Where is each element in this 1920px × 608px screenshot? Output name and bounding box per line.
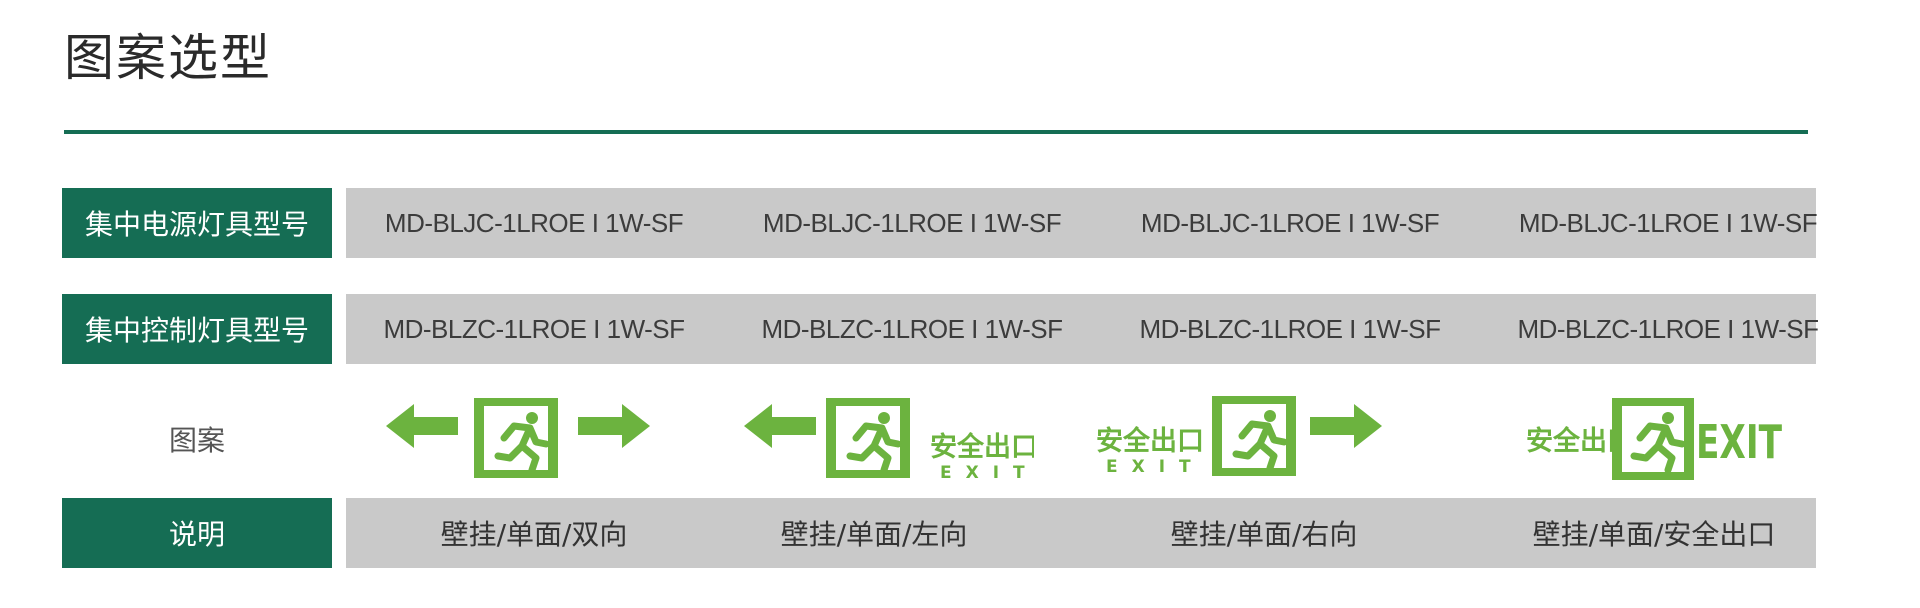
model-cell: MD-BLJC-1LROE I 1W-SF	[762, 207, 1062, 238]
running-man-exit-icon	[1612, 398, 1694, 480]
title-divider	[64, 130, 1808, 134]
running-man-exit-icon	[1212, 396, 1296, 476]
sign-right: 安全出口 EXIT	[1096, 396, 1382, 477]
arrow-left-icon	[386, 404, 458, 448]
row-control-model: MD-BLZC-1LROE I 1W-SF MD-BLZC-1LROE I 1W…	[346, 294, 1819, 364]
row-label-description: 说明	[62, 498, 332, 568]
sign-text-en: EXIT	[1696, 415, 1782, 469]
row-label-power-model: 集中电源灯具型号	[62, 188, 332, 258]
description-cell: 壁挂/单面/左向	[780, 518, 968, 551]
model-cell: MD-BLJC-1LROE I 1W-SF	[1140, 207, 1440, 238]
sign-text-cn: 安全出口	[930, 431, 1034, 463]
model-cell: MD-BLZC-1LROE I 1W-SF	[1139, 313, 1441, 344]
sign-exit: 安全出口 EXIT	[1526, 398, 1782, 480]
sign-text-en: EXIT	[1106, 457, 1205, 477]
arrow-right-icon	[1310, 404, 1382, 448]
pattern-row: 安全出口 EXIT 安全出口 EXIT 安全出口 EXIT	[346, 388, 1816, 488]
row-description: 壁挂/单面/双向 壁挂/单面/左向 壁挂/单面/右向 壁挂/单面/安全出口	[346, 498, 1816, 568]
model-cell: MD-BLJC-1LROE I 1W-SF	[1518, 207, 1818, 238]
model-cell: MD-BLZC-1LROE I 1W-SF	[761, 313, 1063, 344]
row-label-pattern: 图案	[168, 424, 225, 457]
running-man-exit-icon	[826, 398, 910, 478]
running-man-exit-icon	[474, 398, 558, 478]
sign-text-cn: 安全出口	[1096, 425, 1204, 457]
row-label-control-model: 集中控制灯具型号	[62, 294, 332, 364]
sign-bidirectional	[386, 398, 650, 478]
sign-text-en: EXIT	[940, 463, 1034, 483]
description-cell: 壁挂/单面/右向	[1170, 518, 1358, 551]
model-cell: MD-BLJC-1LROE I 1W-SF	[384, 207, 684, 238]
row-power-model: MD-BLJC-1LROE I 1W-SF MD-BLJC-1LROE I 1W…	[346, 188, 1818, 258]
description-cell: 壁挂/单面/双向	[440, 518, 628, 551]
page-title: 图案选型	[64, 29, 272, 87]
model-cell: MD-BLZC-1LROE I 1W-SF	[383, 313, 685, 344]
description-cell: 壁挂/单面/安全出口	[1532, 518, 1776, 551]
sign-left: 安全出口 EXIT	[744, 398, 1034, 483]
arrow-left-icon	[744, 404, 816, 448]
arrow-right-icon	[578, 404, 650, 448]
model-cell: MD-BLZC-1LROE I 1W-SF	[1517, 313, 1819, 344]
